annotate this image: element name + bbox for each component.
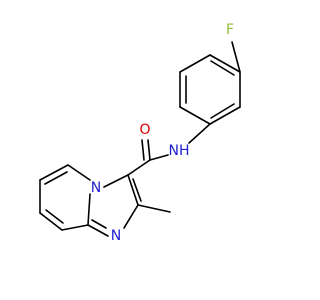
bond-c5-c6 bbox=[39, 164, 69, 181]
double-bond-c7-c8-inner bbox=[45, 209, 64, 224]
pyridine-ring bbox=[39, 164, 107, 231]
bond-c7-c8 bbox=[39, 212, 63, 231]
fluorophenyl-ring bbox=[179, 54, 241, 125]
bond-c-o-1 bbox=[147, 139, 151, 161]
atom-amide-nh: NH bbox=[169, 143, 190, 159]
molecule-diagram: F NH O N N bbox=[39, 22, 241, 244]
bond-n4-c3 bbox=[103, 174, 129, 188]
bond-c-o-2 bbox=[141, 139, 145, 161]
bond-nh-carbonyl bbox=[149, 154, 169, 161]
double-bond-c8a-n1 bbox=[91, 219, 107, 229]
bond-carbonyl-c3 bbox=[127, 159, 151, 176]
double-bond-c5-c6-inner bbox=[44, 171, 68, 185]
bond-c6-c1 bbox=[179, 54, 211, 73]
bond-c4-c5 bbox=[179, 106, 211, 125]
bond-n1-c8a bbox=[87, 224, 109, 237]
bond-c-f bbox=[231, 41, 241, 73]
imidazole-ring bbox=[87, 174, 142, 237]
double-bond-inner-2 bbox=[210, 103, 235, 119]
bond-n4-c5 bbox=[67, 164, 91, 181]
bond-c2-n1 bbox=[123, 204, 139, 229]
bond-c8a-n4 bbox=[87, 193, 91, 226]
double-bond-c3-c2-inner bbox=[132, 178, 142, 202]
atom-amide-oxygen: O bbox=[139, 122, 150, 138]
bond-ring-nh bbox=[188, 123, 211, 144]
bond-methyl bbox=[137, 204, 171, 213]
bond-c8-c8a bbox=[61, 224, 89, 231]
atom-ring-n-bridgehead: N bbox=[91, 180, 101, 196]
atom-fluorine: F bbox=[226, 22, 234, 38]
double-bond-inner-1 bbox=[210, 60, 235, 76]
bond-c1-c2 bbox=[209, 54, 241, 73]
bond-c3-c2 bbox=[127, 174, 139, 206]
atom-ring-n-imidazole: N bbox=[111, 228, 121, 244]
structure-drawing: F NH O N N bbox=[39, 22, 241, 244]
bond-c3-c4 bbox=[209, 106, 241, 125]
